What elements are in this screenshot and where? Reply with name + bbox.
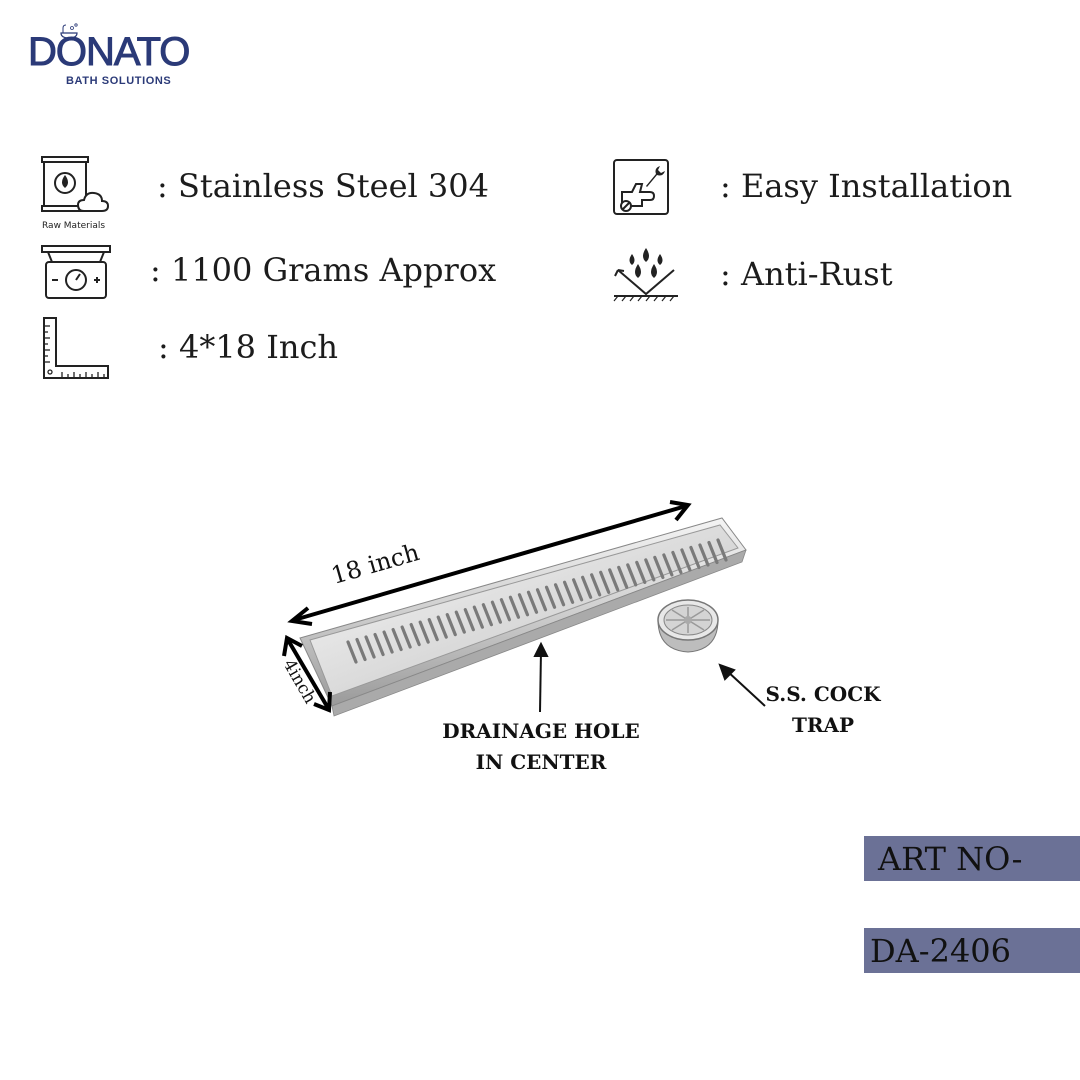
drain-slot (418, 620, 430, 644)
ruler-square-icon (42, 316, 112, 382)
drain-slot (644, 558, 656, 582)
drain-slot (698, 543, 710, 567)
drain-slot (517, 593, 530, 617)
drain-slot (526, 590, 539, 614)
spec-size: : 4*18 Inch (158, 328, 338, 366)
raw-materials-caption: Raw Materials (42, 221, 106, 231)
spec-rust: : Anti-Rust (720, 255, 893, 293)
drain-callout-arrow (533, 641, 549, 713)
drain-slot (544, 585, 557, 609)
trap-callout-line2: TRAP (791, 713, 855, 737)
brand-logo: DONATO BATH SOLUTIONS (27, 12, 210, 92)
drain-slot (716, 538, 728, 562)
drain-slot (481, 603, 493, 627)
raw-materials-icon: Raw Materials (38, 155, 118, 235)
drain-slot (572, 578, 584, 602)
drain-slot (689, 545, 701, 570)
drain-slot (707, 540, 719, 565)
drain-slot (490, 600, 502, 624)
drain-slot (680, 548, 692, 572)
drain-slot (463, 608, 475, 632)
drain-slot (617, 565, 629, 589)
width-arrow (282, 634, 332, 713)
drain-slot (409, 622, 421, 647)
drain-slot (436, 615, 448, 639)
drain-slot (445, 613, 457, 637)
spec-material: : Stainless Steel 304 (157, 167, 489, 205)
cock-trap (657, 599, 719, 653)
drain-slot (653, 555, 665, 580)
drain-slot (562, 580, 575, 604)
drain-slot (472, 605, 484, 629)
drain-slot (671, 550, 683, 575)
drain-slot (499, 598, 512, 622)
brand-name: DONATO (27, 30, 190, 75)
art-no-badge: ART NO- (864, 836, 1080, 881)
drain-slot (626, 563, 638, 587)
brand-tagline: BATH SOLUTIONS (66, 75, 172, 87)
drain-slot (346, 640, 358, 664)
spec-installation: : Easy Installation (720, 167, 1013, 205)
bathtub-logo-icon (60, 23, 78, 39)
drain-slot (400, 625, 412, 649)
drain-slot (355, 637, 367, 662)
drain-callout-line2: IN CENTER (475, 750, 607, 774)
drain-slot (535, 588, 548, 612)
drain-slot (662, 553, 674, 577)
drain-slot (581, 575, 593, 599)
drain-callout: DRAINAGE HOLE IN CENTER (436, 716, 646, 778)
drain-slot (599, 570, 611, 594)
drain-slot (454, 610, 466, 634)
drain-slot (590, 573, 602, 597)
drain-slot (373, 632, 385, 657)
drain-slot (382, 630, 394, 654)
wrench-hand-icon (612, 158, 672, 218)
drain-slot (508, 595, 521, 619)
product-illustration (282, 500, 766, 717)
spec-weight: : 1100 Grams Approx (150, 251, 497, 289)
drain-slots (346, 538, 728, 664)
drain-slot (427, 618, 439, 642)
drain-slot (608, 568, 620, 592)
trap-callout-arrow (718, 663, 766, 707)
drain-slot (364, 635, 376, 659)
drain-callout-line1: DRAINAGE HOLE (442, 719, 640, 743)
art-number-badge: DA-2406 (864, 928, 1080, 973)
trap-callout-line1: S.S. COCK (765, 682, 881, 706)
art-number: DA-2406 (870, 931, 1012, 970)
trap-callout: S.S. COCK TRAP (758, 679, 888, 741)
art-no-label: ART NO- (878, 839, 1023, 878)
drain-slot (553, 583, 566, 607)
drain-slot (635, 560, 647, 584)
water-drops-icon (612, 246, 682, 304)
weighing-scale-icon (40, 244, 114, 302)
drain-channel (299, 517, 747, 717)
drain-slot (391, 627, 403, 652)
length-arrow (287, 500, 692, 626)
